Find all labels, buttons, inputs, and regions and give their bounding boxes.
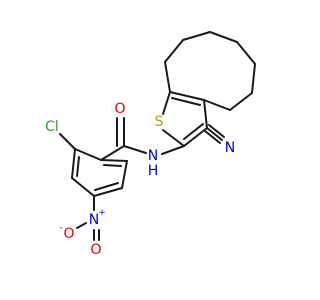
bond bbox=[74, 148, 102, 161]
molecule-structure: S O N H N Cl N + O - O bbox=[45, 31, 256, 258]
bond bbox=[236, 41, 256, 65]
oxygen-nitro-bottom-label: O bbox=[90, 242, 101, 258]
bond bbox=[103, 164, 122, 167]
bond bbox=[94, 182, 119, 191]
bond bbox=[204, 130, 221, 144]
sulfur-atom-label: S bbox=[155, 114, 164, 130]
bond bbox=[161, 145, 185, 155]
bond bbox=[208, 124, 225, 138]
oxygen-carbonyl-label: O bbox=[114, 101, 125, 117]
bond bbox=[121, 160, 128, 189]
bond bbox=[209, 31, 238, 43]
bond bbox=[206, 127, 223, 141]
oxygen-nitro-left-label: O bbox=[63, 226, 74, 242]
nitro-charge-plus: + bbox=[98, 208, 106, 218]
bond bbox=[164, 61, 171, 93]
bond bbox=[182, 31, 211, 41]
chlorine-atom-label: Cl bbox=[45, 119, 59, 135]
nitrogen-nitrile-label: N bbox=[225, 140, 235, 156]
bond bbox=[76, 156, 80, 177]
bond bbox=[162, 91, 171, 115]
bond bbox=[100, 159, 128, 162]
bond bbox=[76, 222, 87, 229]
bond bbox=[100, 145, 125, 161]
bond bbox=[229, 92, 253, 111]
bond bbox=[251, 63, 256, 94]
bond bbox=[164, 39, 184, 63]
bond bbox=[183, 123, 204, 140]
bond bbox=[93, 187, 123, 197]
atom-labels: S O N H N Cl N + O - O bbox=[45, 101, 235, 258]
bond bbox=[59, 133, 76, 150]
bond bbox=[71, 177, 95, 197]
bond bbox=[203, 99, 231, 111]
bond bbox=[169, 91, 205, 101]
hydrogen-amide-label: H bbox=[148, 163, 159, 179]
bond bbox=[183, 127, 208, 147]
nitrogen-nitro-label: N bbox=[89, 212, 99, 228]
nitrogen-amide-label: N bbox=[148, 148, 158, 164]
bond bbox=[203, 99, 208, 129]
bond bbox=[71, 148, 76, 179]
bond-lines bbox=[59, 31, 256, 241]
bond bbox=[171, 97, 201, 106]
bond bbox=[123, 145, 147, 154]
bond bbox=[162, 129, 185, 147]
nitro-charge-minus: - bbox=[59, 223, 62, 233]
